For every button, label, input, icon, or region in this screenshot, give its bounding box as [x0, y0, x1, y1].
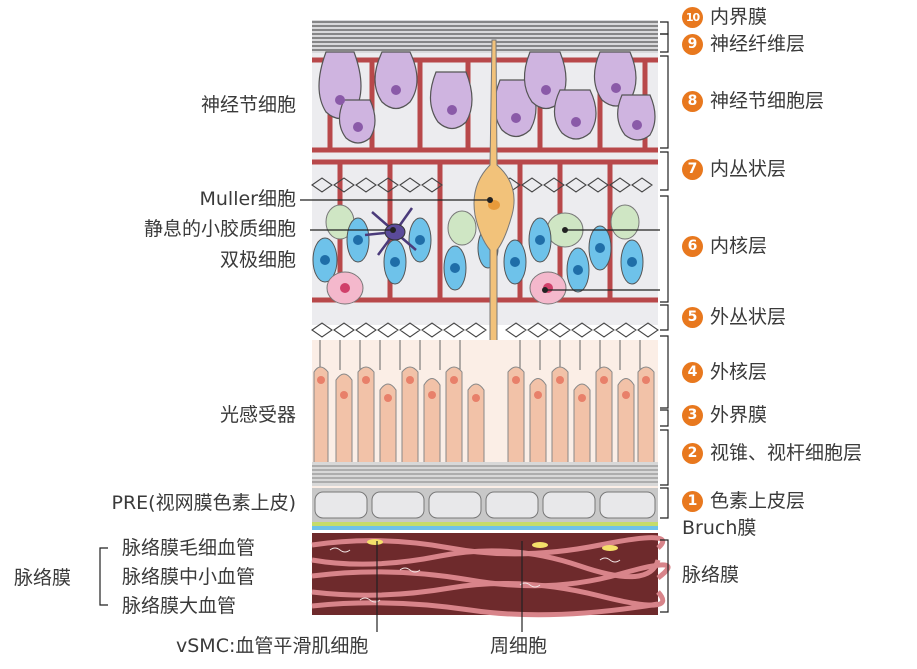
- ganglion-cell-label: 神经节细胞: [200, 94, 296, 116]
- layer-number-badge: 5: [682, 306, 703, 328]
- layer-label: 内丛状层: [710, 158, 787, 180]
- large-vessels-label: 脉络膜大血管: [122, 595, 237, 617]
- layer-7: 7 内丛状层: [682, 158, 786, 180]
- layer-10: 10 内界膜: [682, 6, 767, 28]
- layer-label: 外界膜: [710, 404, 768, 426]
- pericyte-label: 周细胞: [490, 635, 548, 657]
- medium-vessels-label: 脉络膜中小血管: [122, 566, 256, 588]
- microglia-label: 静息的小胶质细胞: [143, 218, 296, 240]
- choroid-bracket: [99, 547, 108, 606]
- layer-number-badge: 2: [682, 442, 703, 464]
- bruch-membrane-label: Bruch膜: [682, 517, 757, 539]
- layer-label: 内界膜: [710, 6, 768, 28]
- choroid-vessels: [311, 533, 671, 618]
- layer-5: 5 外丛状层: [682, 306, 786, 328]
- outer-plexiform-synapses: [311, 322, 659, 338]
- layer-8: 8 神经节细胞层: [682, 90, 824, 112]
- layer-label: 外核层: [710, 361, 768, 383]
- choroid-right-label: 脉络膜: [682, 564, 740, 586]
- layer-number-badge: 8: [682, 90, 703, 112]
- rpe-cells: [312, 488, 658, 522]
- layer-number-badge: 3: [682, 404, 703, 426]
- layer-9: 9 神经纤维层: [682, 33, 805, 55]
- layer-number-badge: 4: [682, 361, 703, 383]
- layer-label: 视锥、视杆细胞层: [710, 442, 863, 464]
- layer-1: 1 色素上皮层: [682, 490, 805, 512]
- nerve-fiber-layer: [312, 20, 658, 53]
- bipolar-cell-label: 双极细胞: [219, 249, 296, 271]
- muller-cell-label: Muller细胞: [199, 188, 297, 210]
- layer-number-badge: 9: [682, 33, 703, 55]
- layer-3: 3 外界膜: [682, 404, 767, 426]
- layer-label: 内核层: [710, 235, 768, 257]
- ganglion-cells: [318, 51, 656, 144]
- bruch-membrane-green: [312, 522, 658, 526]
- layer-number-badge: 6: [682, 235, 703, 257]
- layer-number-badge: 7: [682, 158, 703, 180]
- right-brackets: [660, 21, 669, 613]
- pre-label: PRE(视网膜色素上皮): [111, 492, 297, 514]
- pointer-lines: [300, 199, 660, 291]
- layer-label: 神经节细胞层: [710, 90, 825, 112]
- layer-label: 外丛状层: [710, 306, 787, 328]
- layer-label: 色素上皮层: [710, 490, 806, 512]
- bruch-membrane-blue: [312, 526, 658, 530]
- vsmc-label: vSMC:血管平滑肌细胞: [176, 635, 369, 657]
- layer-6: 6 内核层: [682, 235, 767, 257]
- layer-4: 4 外核层: [682, 361, 767, 383]
- choriocapillaris-label: 脉络膜毛细血管: [122, 537, 256, 559]
- layer-2: 2 视锥、视杆细胞层: [682, 442, 862, 464]
- photoreceptor-layer: [312, 340, 658, 490]
- layer-label: 神经纤维层: [710, 33, 806, 55]
- layer-number-badge: 1: [682, 490, 703, 512]
- layer-number-badge: 10: [682, 6, 703, 28]
- inner-plexiform-synapses: [311, 177, 653, 193]
- photoreceptor-label: 光感受器: [219, 404, 296, 426]
- choroid-left-label: 脉络膜: [14, 567, 72, 589]
